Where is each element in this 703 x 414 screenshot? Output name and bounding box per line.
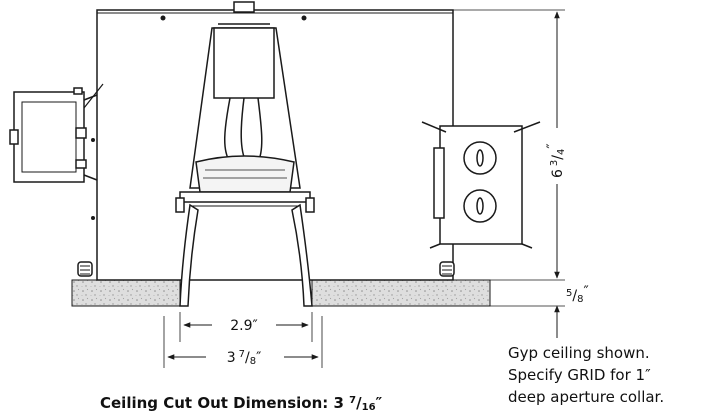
ceiling-dimension: 5/8″ [490, 284, 589, 338]
note: Gyp ceiling shown. Specify GRID for 1″ d… [508, 344, 664, 406]
note-line-1: Gyp ceiling shown. [508, 344, 650, 362]
cutout-caption: Ceiling Cut Out Dimension: 3 7/16″ [100, 394, 383, 413]
right-junction-box [421, 121, 541, 249]
lamp-assembly [175, 23, 315, 213]
note-line-3: deep aperture collar. [508, 388, 664, 406]
inner-width-label: 2.9″ [230, 318, 258, 334]
housing-can [77, 1, 455, 281]
height-label: 63/4″ [545, 143, 567, 178]
aperture-dimensions [163, 312, 323, 368]
ceiling-drywall [71, 279, 491, 307]
height-dimension: 63/4″ [453, 9, 569, 281]
left-junction-box [9, 83, 104, 183]
aperture-trim [179, 203, 313, 307]
note-line-2: Specify GRID for 1″ [508, 366, 651, 384]
ceiling-thickness-label: 5/8″ [566, 284, 589, 305]
